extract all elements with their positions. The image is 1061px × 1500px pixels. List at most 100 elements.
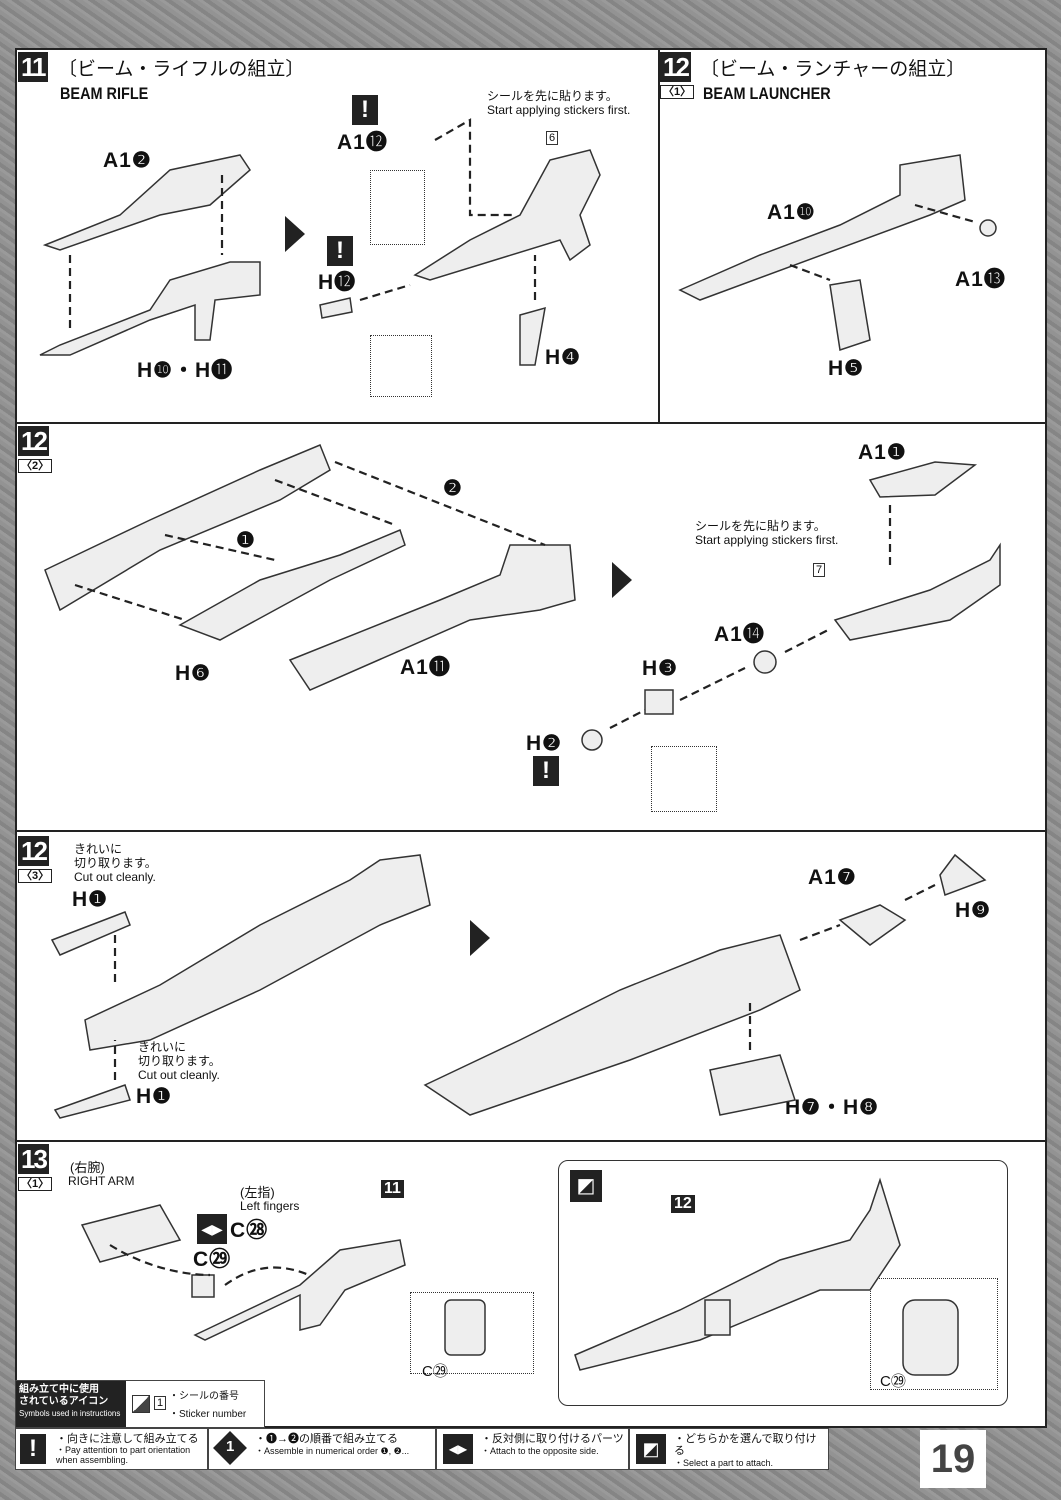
legend-title-jp: されているアイコン bbox=[19, 1396, 109, 1407]
legend-item-opposite: ◀▶ ・反対側に取り付けるパーツ ・Attach to the opposite… bbox=[436, 1428, 629, 1470]
step-number: 12 bbox=[18, 836, 49, 866]
opposite-side-icon: ◀▶ bbox=[443, 1434, 473, 1464]
order-icon-number: 1 bbox=[226, 1438, 235, 1455]
sticker-note-en: Start applying stickers first. bbox=[487, 103, 631, 117]
cut-note-jp: きれいに bbox=[74, 842, 123, 856]
beam-launcher-parts bbox=[678, 154, 997, 351]
fingers-label-en: Left fingers bbox=[240, 1199, 300, 1213]
part-label: H❺ bbox=[828, 357, 864, 380]
arm-label-en: RIGHT ARM bbox=[68, 1174, 135, 1188]
warning-icon: ! bbox=[533, 756, 559, 786]
step-number: 11 bbox=[18, 52, 48, 82]
sticker-legend-jp: ・シールの番号 bbox=[169, 1391, 239, 1402]
warning-icon: ! bbox=[327, 236, 353, 266]
warning-icon: ! bbox=[20, 1434, 46, 1464]
step-reference: 12 bbox=[671, 1195, 695, 1213]
part-label: A1❷ bbox=[103, 149, 152, 172]
part-label: A1❿ bbox=[767, 201, 816, 224]
part-label: A1❼ bbox=[808, 866, 857, 889]
part-label: C㉙ bbox=[880, 1373, 906, 1390]
detail-callout bbox=[370, 335, 432, 397]
step-number: 13 bbox=[18, 1144, 49, 1174]
part-label: A1⓫ bbox=[400, 656, 451, 679]
divider bbox=[658, 50, 660, 424]
part-label: A1⓭ bbox=[955, 268, 1006, 291]
step-13-parts bbox=[80, 1177, 959, 1376]
beam-rifle-parts bbox=[39, 118, 601, 366]
step-number: 12 bbox=[660, 52, 691, 82]
cut-note-jp: きれいに bbox=[138, 1040, 187, 1054]
option-box bbox=[558, 1160, 1008, 1406]
part-label: A1❶ bbox=[858, 441, 907, 464]
symbols-legend-header: 組み立て中に使用 されているアイコン Symbols used in instr… bbox=[15, 1380, 265, 1428]
part-label: A1⓬ bbox=[337, 131, 388, 154]
step-12-3-parts bbox=[50, 853, 987, 1119]
select-part-icon: ◩ bbox=[636, 1434, 666, 1464]
panel-step-12-2 bbox=[17, 424, 1045, 832]
fingers-label-jp: (左指) bbox=[240, 1185, 275, 1200]
part-label: H❹ bbox=[545, 346, 581, 369]
step-title-en: BEAM LAUNCHER bbox=[703, 84, 831, 103]
sticker-note-jp: シールを先に貼ります。 bbox=[695, 519, 826, 533]
page-number: 19 bbox=[920, 1430, 986, 1488]
cut-note-en: Cut out cleanly. bbox=[138, 1068, 220, 1082]
step-title-en: BEAM RIFLE bbox=[60, 84, 149, 103]
part-label: H❼・H❽ bbox=[785, 1096, 879, 1119]
substep-label: 〈2〉 bbox=[18, 459, 53, 473]
legend-text-en: ・Assemble in numerical order ❶, ❷... bbox=[255, 1446, 410, 1456]
part-label: H❷ bbox=[526, 732, 562, 755]
substep-label: 〈1〉 bbox=[660, 85, 695, 99]
legend-text-en: ・Select a part to attach. bbox=[674, 1458, 774, 1468]
legend-title-jp: 組み立て中に使用 bbox=[19, 1384, 99, 1395]
part-label: H❶ bbox=[72, 888, 108, 911]
sticker-legend-en: ・Sticker number bbox=[169, 1409, 247, 1420]
sticker-note-jp: シールを先に貼ります。 bbox=[487, 89, 618, 103]
cut-note-jp: 切り取ります。 bbox=[74, 856, 157, 870]
select-part-icon: ◩ bbox=[570, 1170, 602, 1202]
legend-text-en: ・Attach to the opposite side. bbox=[481, 1446, 599, 1456]
legend-text-jp: ・反対側に取り付けるパーツ bbox=[481, 1433, 624, 1445]
legend-text-en: ・Pay attention to part orientation when … bbox=[56, 1445, 191, 1465]
part-label: C㉙ bbox=[422, 1363, 448, 1380]
substep-label: 〈3〉 bbox=[18, 869, 53, 883]
opposite-side-icon: ◀▶ bbox=[197, 1214, 227, 1244]
sticker-note-en: Start applying stickers first. bbox=[695, 533, 839, 547]
step-number: 12 bbox=[18, 426, 49, 456]
step-reference: 11 bbox=[381, 1180, 404, 1198]
part-label: H❻ bbox=[175, 662, 211, 685]
sticker-number: 7 bbox=[813, 563, 826, 577]
part-label: H⓬ bbox=[318, 271, 357, 294]
sticker-icon bbox=[132, 1395, 150, 1413]
part-label: H❾ bbox=[955, 899, 991, 922]
part-label: A1⓮ bbox=[714, 623, 765, 646]
cut-note-jp: 切り取ります。 bbox=[138, 1054, 221, 1068]
warning-icon: ! bbox=[352, 95, 378, 125]
order-marker: ❷ bbox=[443, 477, 463, 500]
legend-item-orientation: ! ・向きに注意して組み立てる ・Pay attention to part o… bbox=[15, 1428, 208, 1470]
part-label: H❸ bbox=[642, 657, 678, 680]
legend-item-order: 1 ・❶→❷の順番で組み立てる ・Assemble in numerical o… bbox=[208, 1428, 436, 1470]
part-label: H❿・H⓫ bbox=[137, 359, 234, 382]
next-arrow-icon bbox=[285, 216, 305, 252]
detail-callout bbox=[370, 170, 425, 245]
legend-item-select: ◩ ・どちらかを選んで取り付ける ・Select a part to attac… bbox=[629, 1428, 829, 1470]
part-label: H❶ bbox=[136, 1085, 172, 1108]
detail-callout bbox=[651, 746, 717, 812]
legend-text-jp: ・❶→❷の順番で組み立てる bbox=[255, 1433, 398, 1445]
step-title-jp: 〔ビーム・ランチャーの組立〕 bbox=[700, 59, 966, 80]
sticker-number: 6 bbox=[546, 131, 559, 145]
legend-title-en: Symbols used in instructions bbox=[19, 1409, 121, 1418]
arm-label-jp: (右腕) bbox=[70, 1160, 105, 1175]
panel-step-12-3 bbox=[17, 832, 1045, 1142]
legend-text-jp: ・向きに注意して組み立てる bbox=[56, 1433, 199, 1445]
next-arrow-icon bbox=[470, 920, 490, 956]
step-title-jp: 〔ビーム・ライフルの組立〕 bbox=[58, 59, 305, 80]
order-marker: ❶ bbox=[236, 529, 256, 552]
next-arrow-icon bbox=[612, 562, 632, 598]
step-12-2-parts bbox=[44, 444, 1001, 751]
sticker-number: 1 bbox=[154, 1396, 167, 1410]
legend-text-jp: ・どちらかを選んで取り付ける bbox=[674, 1433, 817, 1457]
substep-label: 〈1〉 bbox=[18, 1177, 53, 1191]
cut-note-en: Cut out cleanly. bbox=[74, 870, 156, 884]
